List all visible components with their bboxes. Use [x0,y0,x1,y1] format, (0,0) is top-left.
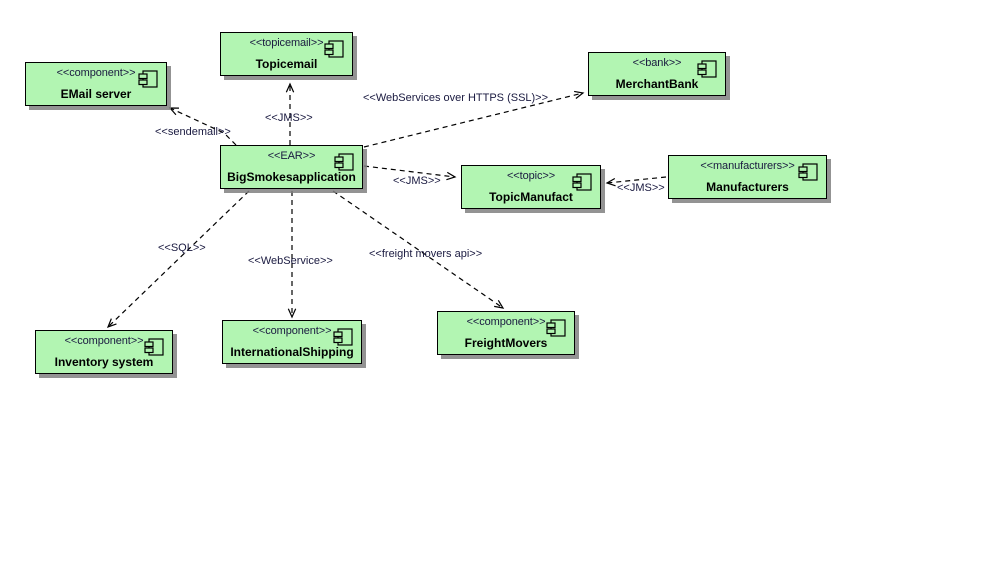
component-merchantbank[interactable]: <<bank>> MerchantBank [588,52,726,96]
arrowhead [106,318,117,329]
uml-component-icon [798,163,818,181]
edge-label-jms-manufacturers: <<JMS>> [617,182,665,194]
uml-component-icon [697,60,717,78]
uml-component-icon [138,70,158,88]
component-inventory-system[interactable]: <<component>> Inventory system [35,330,173,374]
edge-label-webservice: <<WebService>> [248,255,333,267]
component-name: EMail server [60,87,132,101]
arrowhead [446,171,457,181]
component-stereotype: <<EAR>> [267,150,316,162]
uml-component-icon [546,319,566,337]
uml-component-icon [324,40,344,58]
edge-label-jms-topicemail: <<JMS>> [265,112,313,124]
component-stereotype: <<topicemail>> [249,37,324,49]
component-stereotype: <<component>> [56,67,136,79]
component-stereotype: <<topic>> [506,170,556,182]
component-name: FreightMovers [464,336,548,350]
component-name: Topicemail [255,57,318,71]
arrowhead [494,300,505,309]
component-topicmanufact[interactable]: <<topic>> TopicManufact [461,165,601,209]
component-stereotype: <<manufacturers>> [700,160,795,172]
component-stereotype: <<component>> [252,325,332,337]
edge-label-sql: <<SQL>> [158,242,206,254]
uml-component-icon [334,153,354,171]
component-internationalshipping[interactable]: <<component>> InternationalShipping [222,320,362,364]
edge-label-sendemail: <<sendemail>> [155,126,231,138]
component-topicemail[interactable]: <<topicemail>> Topicemail [220,32,353,76]
edge-label-webservices-https: <<WebServices over HTTPS (SSL)>> [363,92,549,104]
edge-label-jms-topicmanufact: <<JMS>> [393,175,441,187]
arrowhead [168,107,180,116]
component-name: MerchantBank [615,77,699,91]
component-freightmovers[interactable]: <<component>> FreightMovers [437,311,575,355]
arrowhead [574,90,585,100]
component-email-server[interactable]: <<component>> EMail server [25,62,167,106]
uml-component-icon [144,338,164,356]
edge-webservice [287,191,297,319]
arrowhead [285,82,295,93]
edge-label-freight-movers-api: <<freight movers api>> [369,248,483,260]
component-name: TopicManufact [489,190,573,204]
edge-sql [106,190,250,329]
component-name: InternationalShipping [230,345,354,359]
component-name: Manufacturers [706,180,789,194]
component-name: Inventory system [54,355,154,369]
component-stereotype: <<component>> [64,335,144,347]
arrowhead [605,177,616,187]
uml-component-icon [333,328,353,346]
component-bigsmokesapplication[interactable]: <<EAR>> BigSmokesapplication [220,145,363,189]
component-manufacturers[interactable]: <<manufacturers>> Manufacturers [668,155,827,199]
arrowhead [287,308,297,319]
uml-component-icon [572,173,592,191]
component-stereotype: <<bank>> [632,57,682,69]
component-name: BigSmokesapplication [227,170,356,184]
component-stereotype: <<component>> [466,316,546,328]
